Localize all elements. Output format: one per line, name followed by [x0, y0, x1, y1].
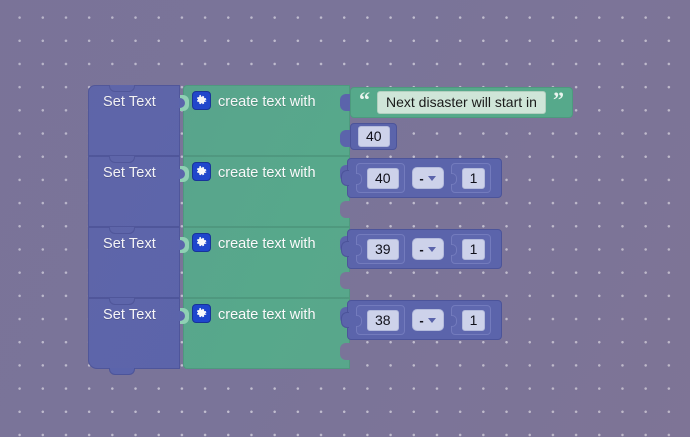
math-left-field-4[interactable]: 38: [367, 309, 399, 331]
math-block-3[interactable]: 39 - 1: [340, 229, 503, 269]
math-right-field-4[interactable]: 1: [461, 309, 486, 331]
quote-open-icon: “: [359, 87, 370, 112]
value-socket-4: [179, 308, 189, 324]
math-right-slot-2[interactable]: 1: [450, 163, 492, 193]
operator-label-4: -: [419, 312, 424, 328]
set-text-block-2[interactable]: Set Text: [88, 156, 180, 227]
statement-block-row-2[interactable]: Set Text create text with 40: [88, 156, 600, 227]
math-left-field-2[interactable]: 40: [367, 167, 399, 189]
block-notch-bottom-icon: [109, 368, 135, 375]
text-input-socket-empty-2b[interactable]: [340, 201, 350, 218]
set-text-label-2: Set Text: [103, 165, 156, 181]
create-text-block-1[interactable]: create text with: [183, 85, 350, 156]
block-notch-top-icon: [109, 227, 135, 234]
value-socket-3: [179, 237, 189, 253]
create-text-block-2[interactable]: create text with: [183, 156, 350, 227]
math-left-slot-4[interactable]: 38: [356, 305, 405, 335]
create-text-label-3: create text with: [218, 236, 316, 252]
create-text-label-2: create text with: [218, 165, 316, 181]
math-operator-dropdown-4[interactable]: -: [411, 309, 444, 331]
set-text-block-1[interactable]: Set Text: [88, 85, 180, 156]
statement-block-row-1[interactable]: Set Text create text with “ Next disaste…: [88, 85, 600, 156]
number-block-1[interactable]: 40: [350, 123, 397, 150]
math-right-field-2[interactable]: 1: [461, 167, 486, 189]
math-left-slot-2[interactable]: 40: [356, 163, 405, 193]
quote-close-icon: ”: [552, 87, 564, 112]
chevron-down-icon: [427, 246, 436, 252]
gear-icon[interactable]: [192, 233, 211, 252]
create-text-label-4: create text with: [218, 307, 316, 323]
text-input-socket-1a: [340, 94, 350, 111]
math-right-field-3[interactable]: 1: [461, 238, 486, 260]
gear-icon[interactable]: [192, 91, 211, 110]
gear-icon[interactable]: [192, 162, 211, 181]
create-text-label-1: create text with: [218, 94, 316, 110]
set-text-block-4[interactable]: Set Text: [88, 298, 180, 375]
math-block-2[interactable]: 40 - 1: [340, 158, 503, 198]
block-notch-top-icon: [109, 85, 135, 92]
math-left-field-3[interactable]: 39: [367, 238, 399, 260]
text-input-socket-empty-4b[interactable]: [340, 343, 350, 360]
value-socket-2: [179, 166, 189, 182]
set-text-label-4: Set Text: [103, 307, 156, 323]
set-text-block-3[interactable]: Set Text: [88, 227, 180, 298]
set-text-label-3: Set Text: [103, 236, 156, 252]
string-text-field[interactable]: Next disaster will start in: [377, 91, 546, 114]
block-stack: Set Text create text with “ Next disaste…: [88, 85, 600, 375]
block-notch-top-icon: [109, 298, 135, 305]
math-operator-dropdown-2[interactable]: -: [411, 167, 444, 189]
block-notch-top-icon: [109, 156, 135, 163]
operator-label-2: -: [419, 170, 424, 186]
operator-label-3: -: [419, 241, 424, 257]
math-right-slot-4[interactable]: 1: [450, 305, 492, 335]
math-right-slot-3[interactable]: 1: [450, 234, 492, 264]
text-input-socket-1b: [340, 130, 350, 147]
number-field-1[interactable]: 40: [358, 126, 390, 147]
math-block-4[interactable]: 38 - 1: [340, 300, 503, 340]
math-left-slot-3[interactable]: 39: [356, 234, 405, 264]
statement-block-row-3[interactable]: Set Text create text with 39: [88, 227, 600, 298]
gear-icon[interactable]: [192, 304, 211, 323]
value-socket-1: [179, 95, 189, 111]
create-text-block-3[interactable]: create text with: [183, 227, 350, 298]
set-text-label-1: Set Text: [103, 94, 156, 110]
create-text-block-4[interactable]: create text with: [183, 298, 350, 369]
chevron-down-icon: [427, 317, 436, 323]
chevron-down-icon: [427, 175, 436, 181]
text-input-socket-empty-3b[interactable]: [340, 272, 350, 289]
math-operator-dropdown-3[interactable]: -: [411, 238, 444, 260]
string-block-1[interactable]: “ Next disaster will start in ”: [350, 87, 573, 118]
statement-block-row-4[interactable]: Set Text create text with 38: [88, 298, 600, 375]
